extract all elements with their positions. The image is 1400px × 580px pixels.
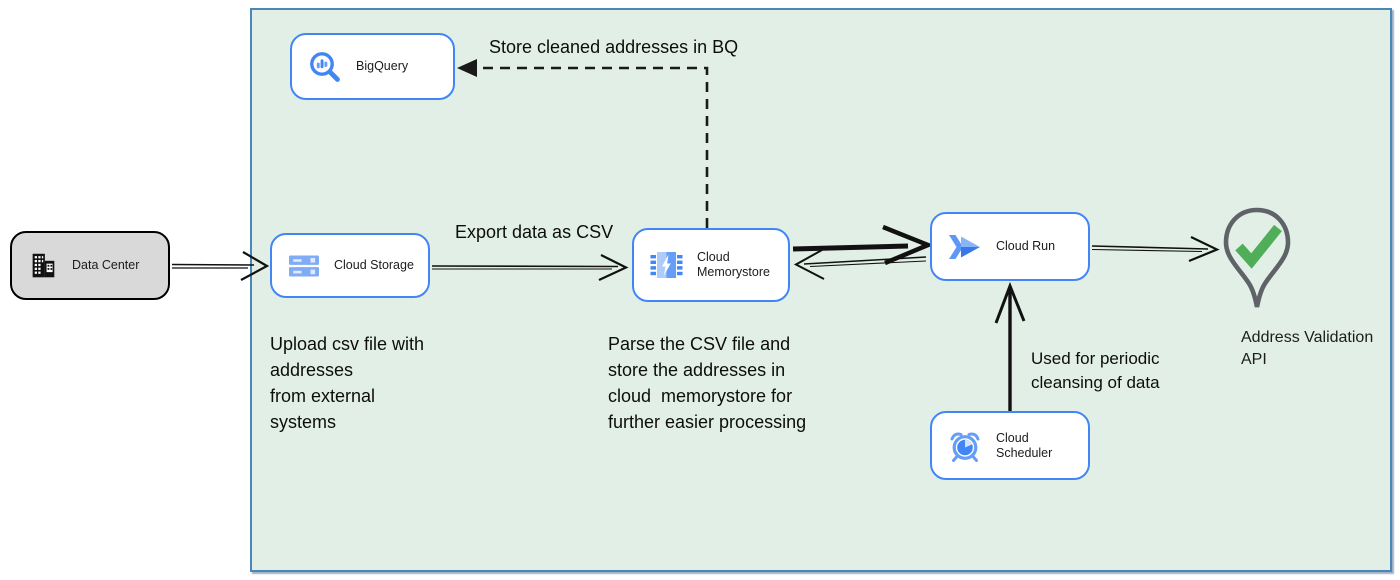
check-icon [1235,224,1282,269]
cloud-memorystore-icon [650,252,683,278]
cloud-scheduler-icon [950,432,980,462]
node-cloud-storage: Cloud Storage [270,233,430,298]
node-cloud-scheduler: Cloud Scheduler [930,411,1090,480]
annotation-export-csv: Export data as CSV [455,222,614,242]
cloud-scheduler-label: Cloud Scheduler [996,430,1053,460]
bigquery-icon [310,51,340,82]
node-data-center: Data Center [10,231,170,300]
gcp-boundary-box [250,8,1392,572]
data-center-icon [32,253,55,277]
address-validation-pin [1223,207,1291,308]
node-cloud-memorystore: Cloud Memorystore [632,228,790,302]
cloud-memorystore-label: Cloud Memorystore [697,250,770,279]
cloud-run-icon [949,234,980,259]
annotation-periodic-note: Used for periodic cleansing of data [1031,349,1160,392]
bigquery-label: BigQuery [356,59,409,73]
annotation-store-bq: Store cleaned addresses in BQ [489,37,739,57]
node-cloud-run: Cloud Run [930,212,1090,281]
annotation-upload-note: Upload csv file with addresses from exte… [270,334,425,432]
cloud-storage-label: Cloud Storage [334,258,414,272]
annotation-parse-note: Parse the CSV file and store the address… [608,334,807,432]
data-center-label: Data Center [72,258,140,272]
address-validation-label: Address Validation API [1241,329,1374,368]
node-bigquery: BigQuery [290,33,455,100]
cloud-run-label: Cloud Run [996,239,1056,253]
cloud-storage-icon [289,255,319,276]
